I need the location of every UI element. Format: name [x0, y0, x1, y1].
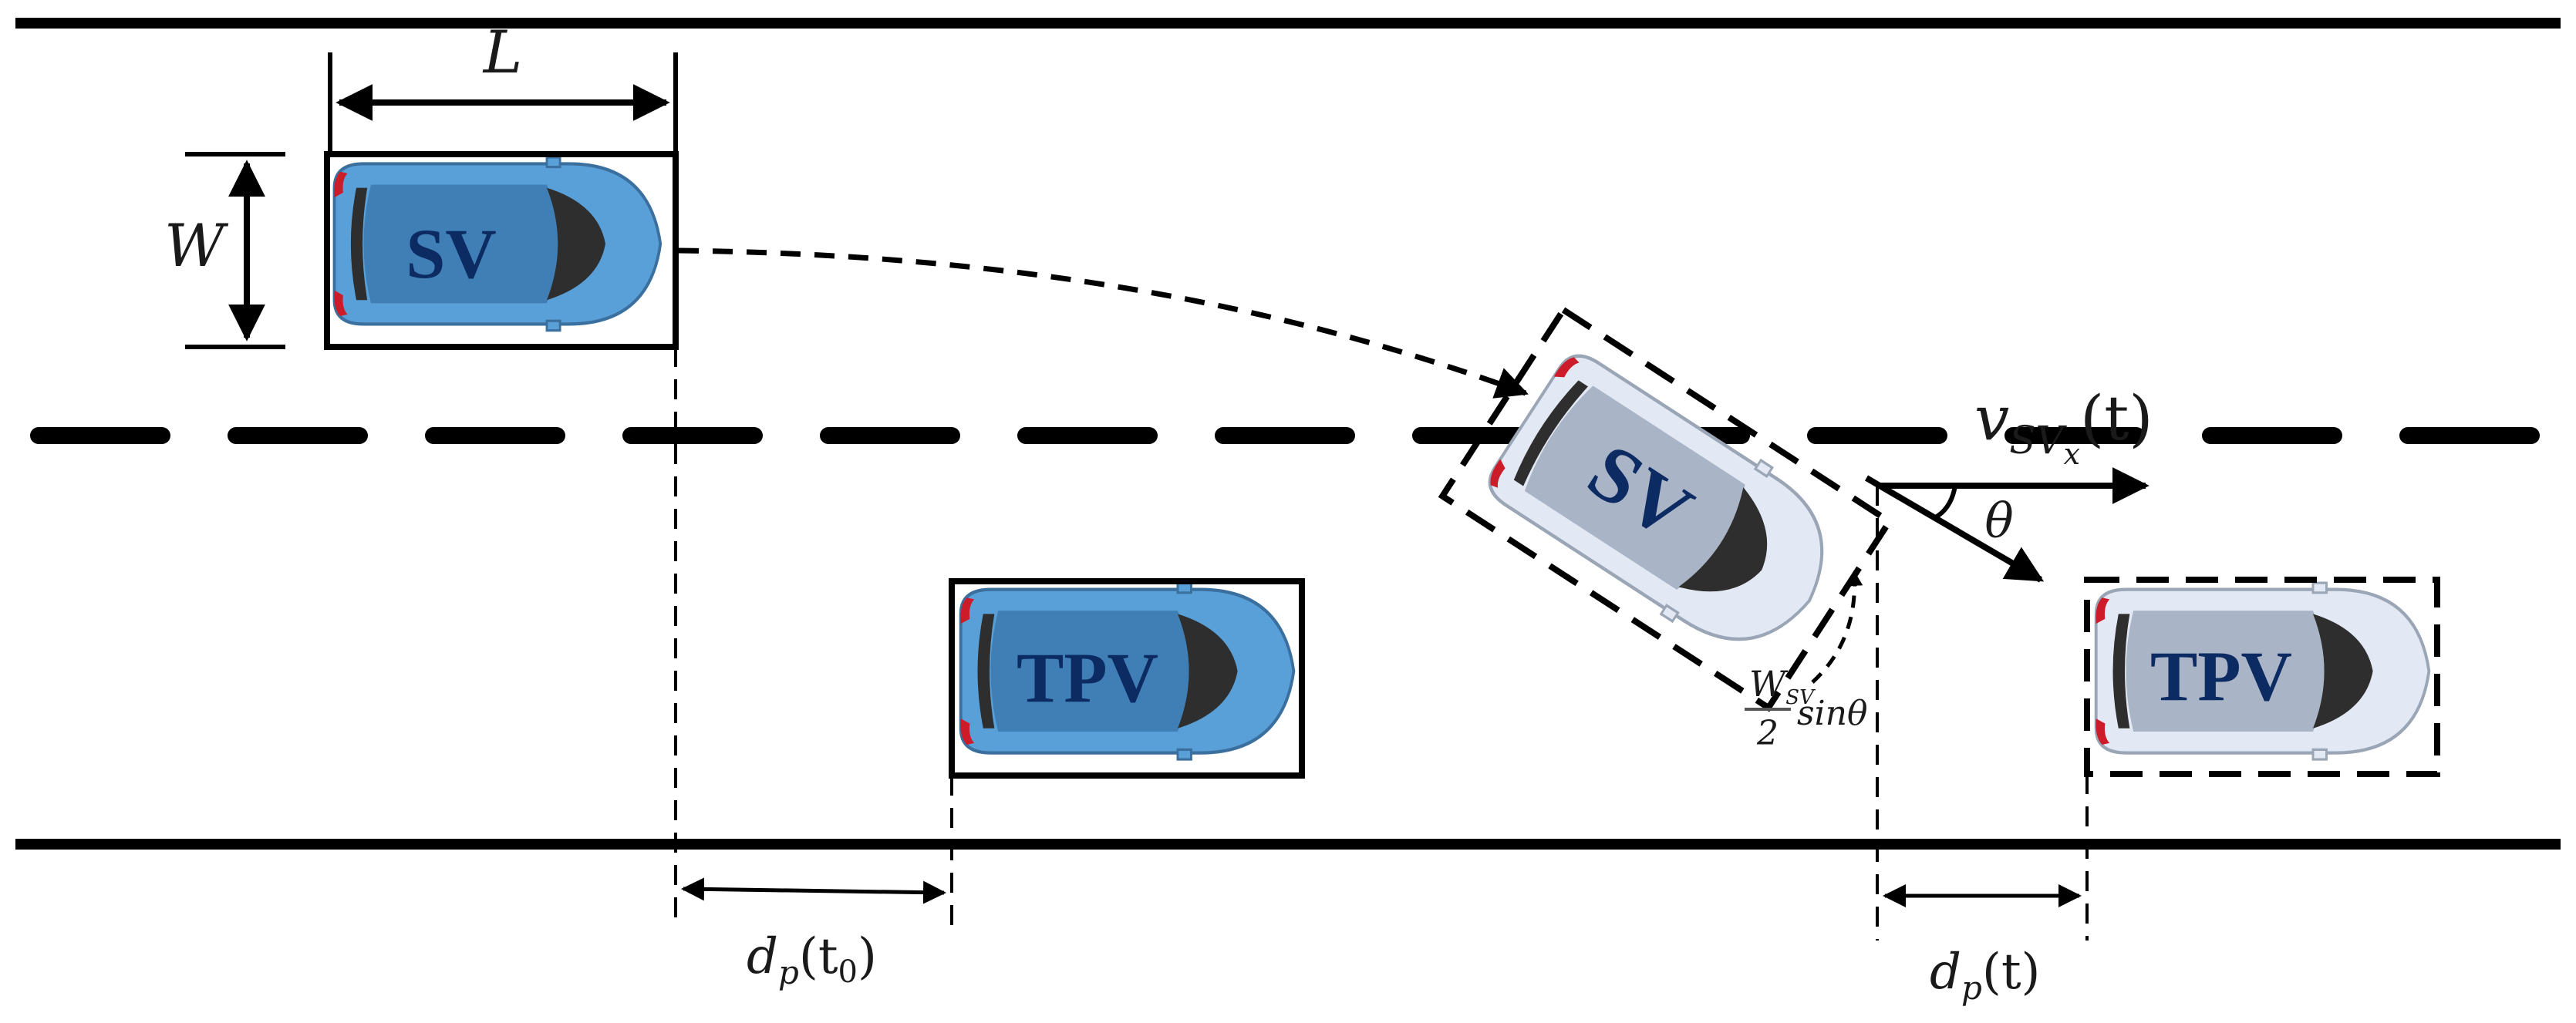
length-dimension: L: [328, 18, 678, 154]
lane-change-trajectory: [678, 247, 1529, 399]
current-gap-dimension: dp(t): [1883, 884, 2082, 1007]
length-label: L: [482, 18, 522, 86]
offset-numerator: WSV: [1749, 663, 1816, 709]
tpv-current-label: TPV: [2150, 637, 2292, 715]
width-dimension: W: [164, 152, 285, 349]
tpv-current-vehicle: TPV: [2084, 577, 2440, 777]
sv-start-bounding-box: [324, 151, 679, 350]
offset-trig: sinθ: [1797, 694, 1867, 733]
tpv-start-bounding-box: [949, 578, 1305, 779]
width-label: W: [164, 211, 229, 280]
theta-arc: [1933, 485, 1957, 520]
tpv-start-label: TPV: [1017, 638, 1158, 717]
tpv-start-vehicle: TPV: [949, 578, 1305, 779]
heading-arrow: [1864, 475, 2045, 583]
velocity-label: vSVx(t): [1974, 382, 2153, 471]
reference-lines: [674, 347, 2089, 941]
lateral-offset-annotation: WSV 2 sinθ: [1745, 570, 1867, 753]
offset-denominator: 2: [1756, 714, 1779, 753]
velocity-annotation: vSVx(t) θ: [1864, 382, 2153, 583]
sv-changing-bounding-box: [1438, 305, 1894, 712]
sv-start-label: SV: [406, 214, 497, 293]
sv-start-vehicle: SV: [324, 151, 679, 350]
sv-changing-vehicle: SV: [1438, 305, 1894, 712]
tpv-current-bounding-box: [2084, 577, 2440, 777]
initial-gap-dimension: dp(t0): [681, 877, 946, 991]
current-gap-label: dp(t): [1930, 944, 2041, 1007]
initial-gap-label: dp(t0): [747, 928, 877, 991]
theta-label: θ: [1984, 493, 2013, 549]
